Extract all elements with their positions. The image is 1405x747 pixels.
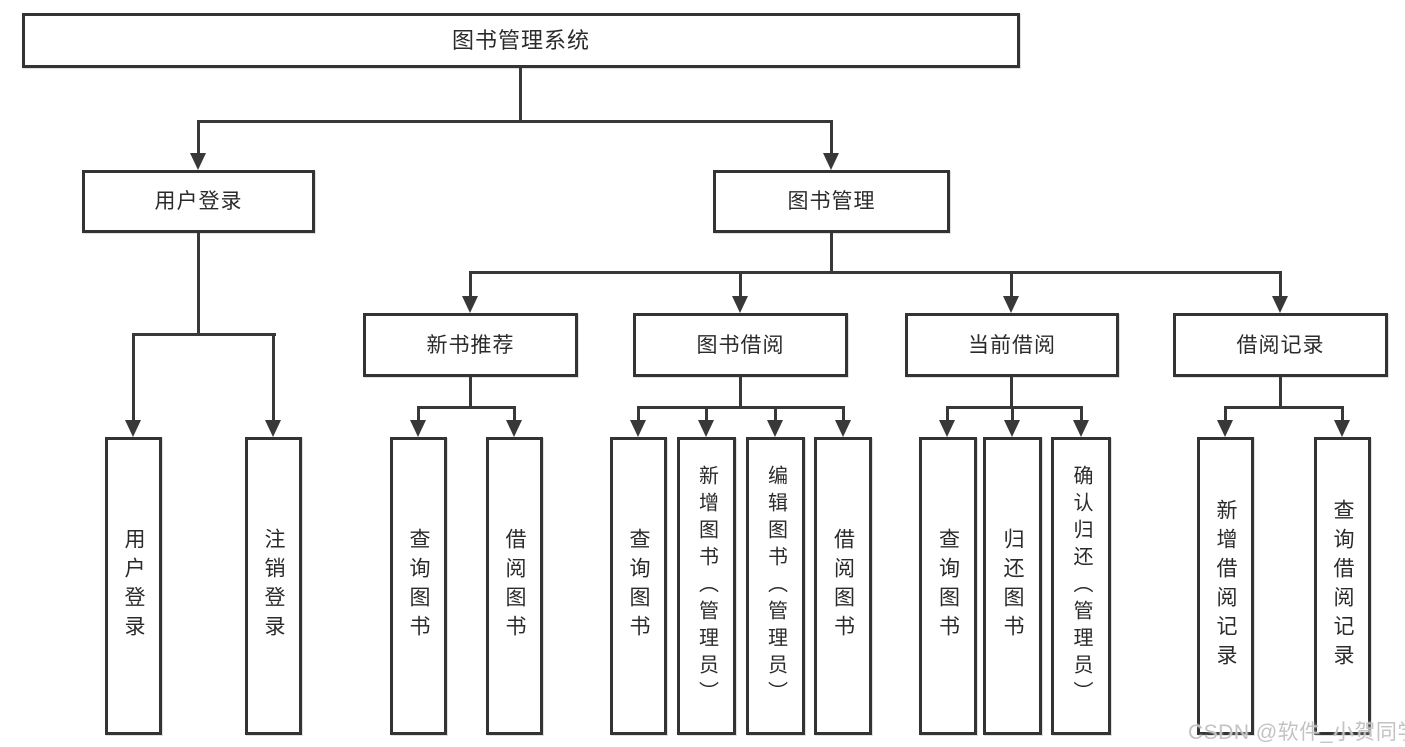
connector-line xyxy=(469,271,472,298)
connector-line xyxy=(1224,406,1344,409)
node-book-borrow: 图书借阅 xyxy=(633,313,848,377)
connector-line xyxy=(469,271,1282,274)
leaf-query-book-recommend: 查询图书 xyxy=(390,437,447,735)
connector-line xyxy=(417,406,516,409)
leaf-borrow-book-recommend: 借阅图书 xyxy=(486,437,543,735)
arrow-down-icon xyxy=(732,296,748,313)
arrow-down-icon xyxy=(125,420,141,437)
connector-line xyxy=(1341,406,1344,422)
leaf-query-borrow-record: 查询借阅记录 xyxy=(1314,437,1371,735)
leaf-return-book: 归还图书 xyxy=(983,437,1042,735)
connector-line xyxy=(197,120,833,123)
node-borrow-record: 借阅记录 xyxy=(1173,313,1388,377)
connector-line xyxy=(830,120,833,155)
arrow-down-icon xyxy=(698,420,714,437)
connector-line xyxy=(637,406,640,422)
connector-line xyxy=(830,233,833,274)
connector-line xyxy=(1010,271,1013,298)
arrow-down-icon xyxy=(835,420,851,437)
leaf-edit-book-admin: 编辑图书（管理员） xyxy=(746,437,805,735)
leaf-borrow-book: 借阅图书 xyxy=(814,437,872,735)
connector-line xyxy=(197,233,200,336)
node-current-borrow: 当前借阅 xyxy=(905,313,1119,377)
connector-line xyxy=(1279,377,1282,409)
connector-line xyxy=(842,406,845,422)
leaf-user-login: 用户登录 xyxy=(105,437,162,735)
arrow-down-icon xyxy=(1272,296,1288,313)
connector-line xyxy=(513,406,516,422)
connector-line xyxy=(739,271,742,298)
leaf-query-book-borrow: 查询图书 xyxy=(610,437,667,735)
connector-line xyxy=(1011,406,1014,422)
arrow-down-icon xyxy=(767,420,783,437)
connector-line xyxy=(946,406,1083,409)
connector-line xyxy=(469,377,472,409)
arrow-down-icon xyxy=(939,420,955,437)
connector-line xyxy=(1224,406,1227,422)
node-new-book-recommend: 新书推荐 xyxy=(363,313,578,377)
arrow-down-icon xyxy=(1004,420,1020,437)
arrow-down-icon xyxy=(630,420,646,437)
arrow-down-icon xyxy=(190,153,206,170)
leaf-confirm-return-admin: 确认归还（管理员） xyxy=(1051,437,1111,735)
connector-line xyxy=(739,377,742,409)
arrow-down-icon xyxy=(506,420,522,437)
leaf-add-borrow-record: 新增借阅记录 xyxy=(1197,437,1254,735)
connector-line xyxy=(519,68,522,123)
connector-line xyxy=(197,120,200,155)
leaf-query-book-current: 查询图书 xyxy=(919,437,977,735)
leaf-add-book-admin: 新增图书（管理员） xyxy=(677,437,736,735)
node-user-login: 用户登录 xyxy=(82,170,315,233)
connector-line xyxy=(1279,271,1282,298)
arrow-down-icon xyxy=(1217,420,1233,437)
connector-line xyxy=(705,406,708,422)
arrow-down-icon xyxy=(1073,420,1089,437)
connector-line xyxy=(1080,406,1083,422)
connector-line xyxy=(1010,377,1013,409)
connector-line xyxy=(132,333,135,422)
csdn-watermark: CSDN @软件_小贺同学 xyxy=(1188,721,1405,744)
node-root: 图书管理系统 xyxy=(22,13,1020,68)
connector-line xyxy=(272,333,275,422)
connector-line xyxy=(132,333,276,336)
connector-line xyxy=(417,406,420,422)
connector-line xyxy=(774,406,777,422)
arrow-down-icon xyxy=(1334,420,1350,437)
arrow-down-icon xyxy=(1003,296,1019,313)
connector-line xyxy=(946,406,949,422)
arrow-down-icon xyxy=(462,296,478,313)
connector-line xyxy=(637,406,845,409)
arrow-down-icon xyxy=(265,420,281,437)
arrow-down-icon xyxy=(823,153,839,170)
node-book-management: 图书管理 xyxy=(713,170,950,233)
arrow-down-icon xyxy=(410,420,426,437)
leaf-logout: 注销登录 xyxy=(245,437,302,735)
